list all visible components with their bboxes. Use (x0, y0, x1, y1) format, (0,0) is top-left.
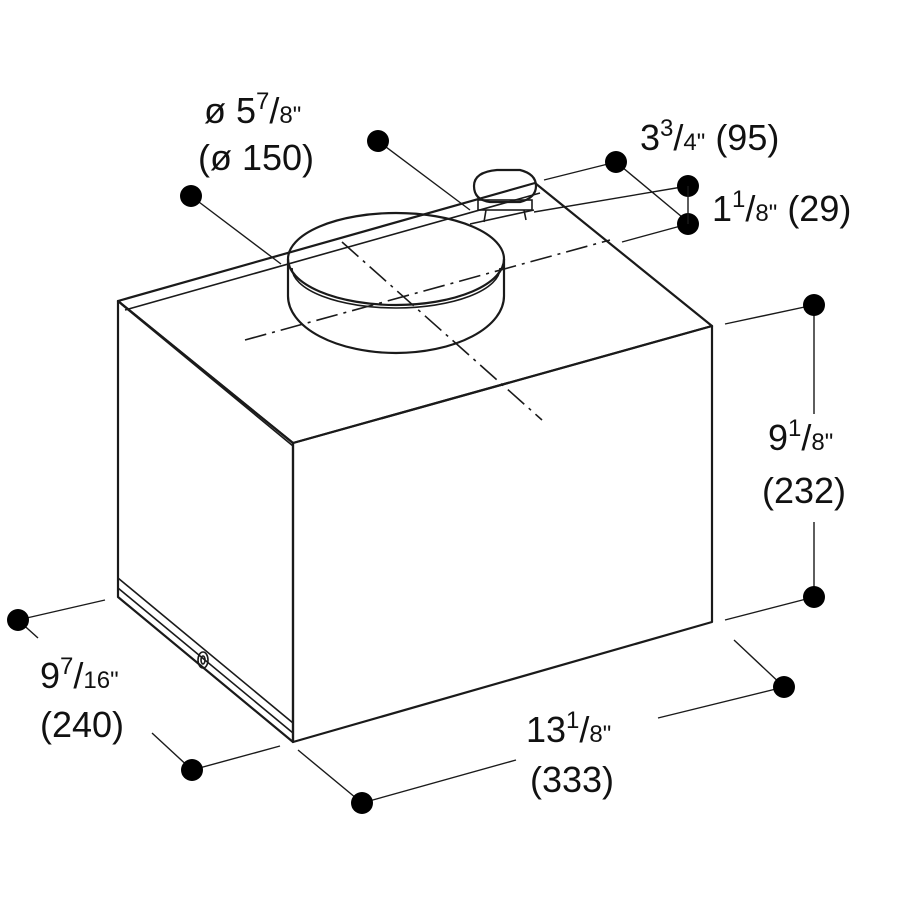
box-top-face (116, 181, 714, 445)
connector-offset-label: 11/8" (29) (712, 186, 851, 229)
screw-icon (197, 651, 209, 669)
connector-width-label: 33/4" (95) (640, 115, 779, 158)
dim-duct-diameter-marks (180, 130, 471, 265)
depth-metric: (240) (40, 704, 124, 745)
connector-base (477, 199, 533, 211)
width-imperial: 131/8" (526, 707, 611, 750)
connector-block (469, 168, 538, 225)
box-left-face (116, 299, 295, 744)
hood-box (116, 181, 714, 744)
box-front-face (291, 324, 714, 744)
dim-dot (367, 130, 389, 152)
connector-base-line (469, 209, 535, 225)
dim-height-marks (724, 294, 825, 621)
dim-dot (181, 759, 203, 781)
collar-body (286, 259, 506, 355)
left-bottom-strip-top (117, 577, 294, 724)
duct-collar (286, 211, 506, 355)
top-rim-inner (120, 303, 294, 447)
centerline-horizontal (244, 239, 611, 341)
width-metric: (333) (530, 759, 614, 800)
dim-dot (7, 609, 29, 631)
connector-leg-1 (483, 209, 487, 223)
dim-connector-marks (533, 151, 699, 243)
dim-dot (605, 151, 627, 173)
duct-diameter-imperial: ø 57/8" (204, 88, 301, 131)
height-metric: (232) (762, 470, 846, 511)
collar-top-rim (286, 211, 506, 307)
dim-dot (803, 586, 825, 608)
height-imperial: 91/8" (768, 415, 833, 458)
dim-dot (773, 676, 795, 698)
top-rim-line (124, 192, 541, 311)
dim-dot (351, 792, 373, 814)
duct-diameter-metric: (ø 150) (198, 137, 314, 178)
centerline-diagonal (341, 241, 543, 421)
screw-inner (200, 655, 206, 665)
dim-depth-marks (7, 599, 281, 781)
dim-width-marks (297, 639, 795, 814)
collar-inner-rim (291, 267, 501, 309)
dim-dot (180, 185, 202, 207)
depth-imperial: 97/16" (40, 653, 119, 696)
dim-dot (803, 294, 825, 316)
